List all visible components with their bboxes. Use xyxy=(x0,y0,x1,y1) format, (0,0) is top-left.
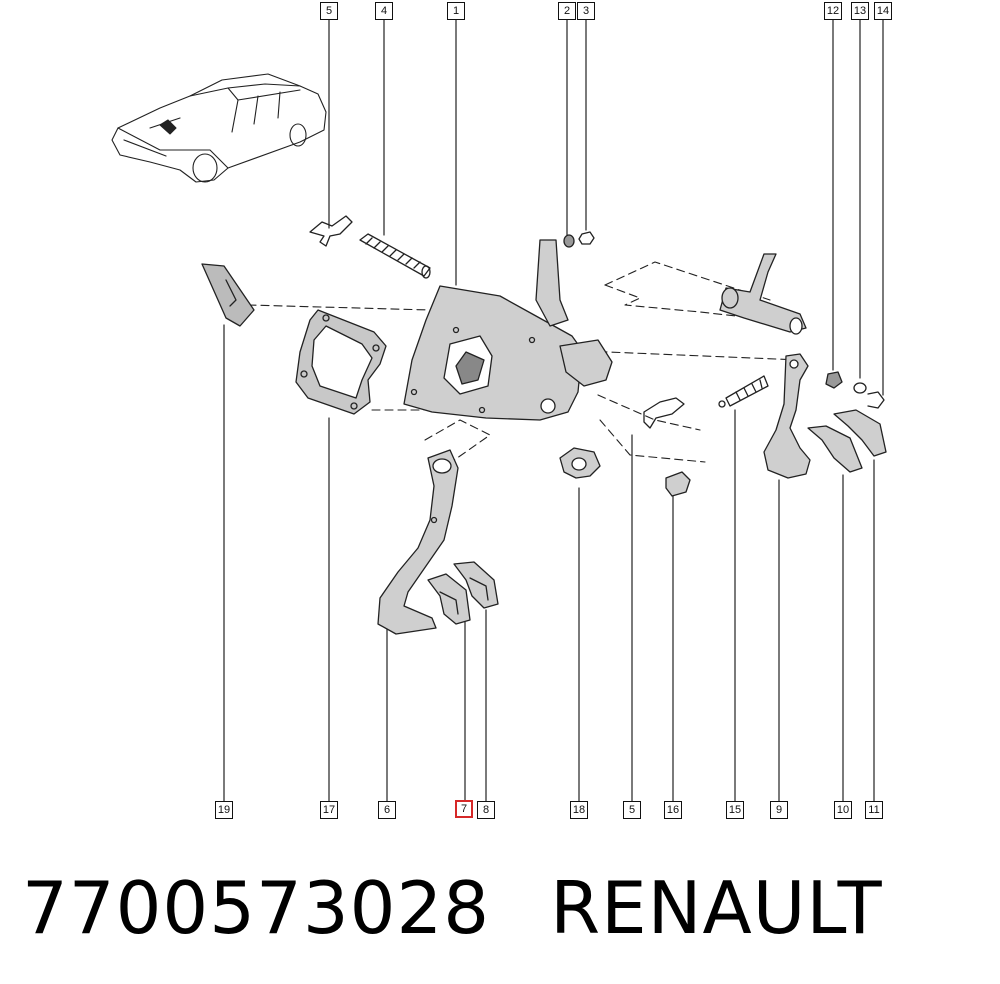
pedal-part-6 xyxy=(377,449,459,635)
bracket-part-1 xyxy=(403,239,613,421)
callout-bottom-8[interactable]: 8 xyxy=(477,801,495,819)
leader-lines xyxy=(223,17,884,803)
callout-top-12[interactable]: 12 xyxy=(824,2,842,20)
callout-bottom-11[interactable]: 11 xyxy=(865,801,883,819)
spring-part-15 xyxy=(718,375,769,408)
clip-part-5-mid xyxy=(643,397,685,429)
pedal-pad-part-8 xyxy=(453,561,499,609)
clip-part-14 xyxy=(867,391,885,409)
brand-name: RENAULT xyxy=(550,866,883,950)
pedal-part-9 xyxy=(763,353,811,479)
nut-part-3 xyxy=(578,231,595,245)
wedge-part-19 xyxy=(201,263,255,327)
stop-part-16 xyxy=(665,471,691,497)
callout-top-14[interactable]: 14 xyxy=(874,2,892,20)
car-illustration xyxy=(111,73,327,183)
clip-part-5-top xyxy=(309,215,353,247)
callout-bottom-6[interactable]: 6 xyxy=(378,801,396,819)
bushing-part-12 xyxy=(825,371,843,389)
callout-bottom-19[interactable]: 19 xyxy=(215,801,233,819)
nut-part-2 xyxy=(563,234,575,248)
pedal-pad-part-10 xyxy=(807,425,863,473)
callout-bottom-7-highlighted[interactable]: 7 xyxy=(455,800,473,818)
spring-part-4 xyxy=(359,233,431,279)
callout-bottom-10[interactable]: 10 xyxy=(834,801,852,819)
pedal-assembly-diagram xyxy=(111,17,887,803)
gasket-part-17 xyxy=(295,309,387,415)
pedal-pad-part-11 xyxy=(833,409,887,457)
callout-bottom-15[interactable]: 15 xyxy=(726,801,744,819)
part-number: 7700573028 xyxy=(22,866,491,950)
shaft-assembly xyxy=(719,253,807,335)
callout-bottom-17[interactable]: 17 xyxy=(320,801,338,819)
flange-part-18 xyxy=(559,447,601,479)
callout-top-5[interactable]: 5 xyxy=(320,2,338,20)
callout-top-4[interactable]: 4 xyxy=(375,2,393,20)
callout-bottom-18[interactable]: 18 xyxy=(570,801,588,819)
part-caption: 7700573028 RENAULT xyxy=(22,858,883,958)
callout-bottom-5[interactable]: 5 xyxy=(623,801,641,819)
callout-bottom-9[interactable]: 9 xyxy=(770,801,788,819)
callout-top-2[interactable]: 2 xyxy=(558,2,576,20)
callout-top-1[interactable]: 1 xyxy=(447,2,465,20)
callout-top-3[interactable]: 3 xyxy=(577,2,595,20)
callout-bottom-16[interactable]: 16 xyxy=(664,801,682,819)
pedal-pad-part-7 xyxy=(427,573,471,625)
washer-part-13 xyxy=(853,382,867,394)
callout-top-13[interactable]: 13 xyxy=(851,2,869,20)
